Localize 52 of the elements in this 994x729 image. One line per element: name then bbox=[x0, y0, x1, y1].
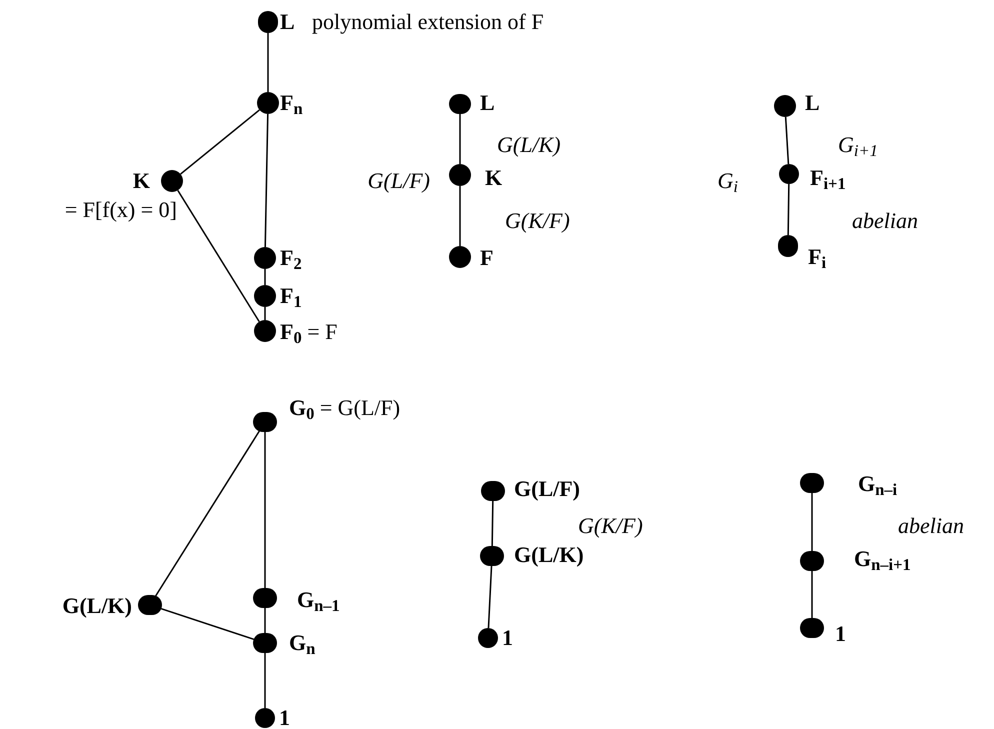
node-label: L bbox=[280, 8, 295, 36]
node-label: G$_{n–i+1}$ bbox=[854, 545, 911, 573]
node-label: F$_{n}$ bbox=[280, 89, 303, 117]
node-label: F bbox=[480, 244, 494, 272]
node-label: L bbox=[480, 89, 495, 117]
connector-line bbox=[180, 109, 260, 175]
connector-line bbox=[264, 653, 266, 708]
group-label: G(L/F) bbox=[368, 167, 430, 195]
node-label: G$_{n–i}$ bbox=[858, 470, 898, 498]
connector-line bbox=[811, 493, 813, 551]
node-label: 1 bbox=[279, 704, 290, 729]
group-label: G(K/F) bbox=[505, 207, 570, 235]
connector-line bbox=[488, 566, 492, 628]
node-label: G(L/K) bbox=[514, 541, 584, 569]
node-label: 1 bbox=[835, 620, 846, 648]
node-label: F$_{0}$ = F bbox=[280, 318, 338, 346]
node-label: F$_{1}$ bbox=[280, 282, 302, 310]
node-label: G$_{n}$ bbox=[289, 629, 316, 657]
connector-line bbox=[160, 608, 254, 640]
group-label: G(K/F) bbox=[578, 512, 643, 540]
node-label: F$_{2}$ bbox=[280, 244, 302, 272]
group-label: G$_{i+1}$ bbox=[838, 131, 878, 159]
connector-line bbox=[787, 184, 790, 236]
connector-line bbox=[264, 432, 266, 588]
node-label: F$_{i+1}$ bbox=[810, 164, 846, 192]
node-label: polynomial extension of F bbox=[312, 8, 544, 36]
node-label: L bbox=[805, 89, 820, 117]
node-label: = F[f(x) = 0] bbox=[64, 196, 177, 224]
node-label: F$_{i}$ bbox=[808, 243, 826, 271]
connector-line bbox=[264, 269, 266, 285]
group-label: abelian bbox=[898, 512, 964, 540]
node-label: K bbox=[485, 164, 502, 192]
node-label: G$_{0}$ = G(L/F) bbox=[289, 394, 400, 422]
connector-line bbox=[459, 186, 461, 246]
group-label: G(L/K) bbox=[497, 131, 561, 159]
connector-line bbox=[177, 190, 260, 322]
connector-line bbox=[267, 33, 269, 92]
group-label: G$_{i}$ bbox=[718, 167, 738, 195]
node-label: G(L/F) bbox=[514, 475, 580, 503]
connector-line bbox=[784, 116, 790, 164]
connector-line bbox=[459, 114, 461, 164]
node-label: G(L/K) bbox=[62, 592, 132, 620]
connector-line bbox=[491, 500, 494, 546]
connector-line bbox=[811, 571, 813, 618]
node-label: K bbox=[132, 167, 150, 195]
connector-line bbox=[154, 430, 260, 597]
group-label: abelian bbox=[852, 207, 918, 235]
node-label: G$_{n–1}$ bbox=[297, 586, 340, 614]
connector-line bbox=[264, 608, 266, 633]
connector-line bbox=[264, 114, 269, 248]
connector-line bbox=[264, 307, 266, 320]
node-label: 1 bbox=[502, 624, 513, 652]
